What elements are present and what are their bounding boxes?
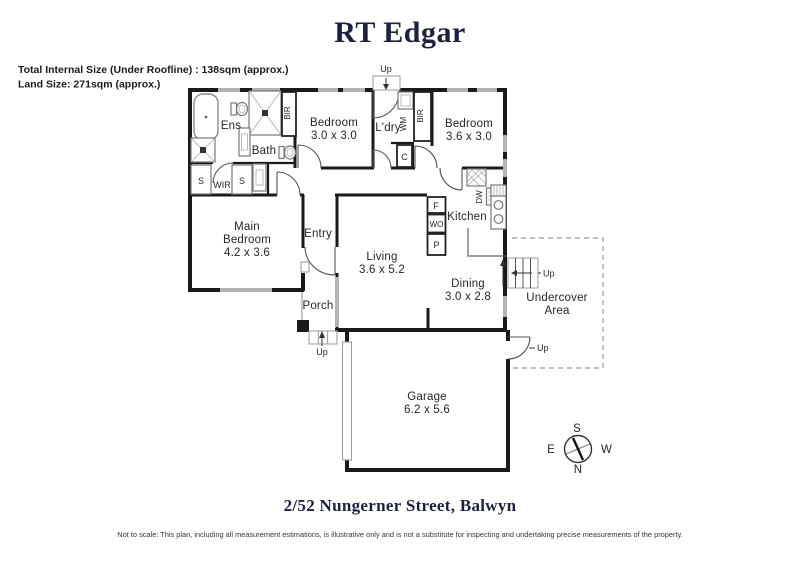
label-garage-dims: 6.2 x 5.6 bbox=[404, 404, 450, 416]
label-dw: DW bbox=[475, 190, 484, 204]
shower-icon bbox=[190, 137, 216, 163]
label-entry: Entry bbox=[304, 228, 332, 240]
compass-east: E bbox=[547, 444, 555, 456]
toilet-icon bbox=[278, 145, 297, 160]
label-c: C bbox=[401, 152, 408, 162]
cabinet-icon bbox=[252, 163, 267, 192]
sink-icon bbox=[466, 168, 487, 187]
label-up-stairs: Up bbox=[543, 269, 555, 279]
disclaimer-text: Not to scale: This plan, including all m… bbox=[117, 530, 682, 539]
shelf-icon bbox=[231, 164, 253, 195]
label-bath: Bath bbox=[252, 145, 276, 157]
label-bir2: BIR bbox=[416, 109, 425, 123]
label-bedroom2-dims: 3.6 x 3.0 bbox=[446, 131, 492, 143]
doors bbox=[212, 91, 531, 360]
label-wir: WIR bbox=[213, 180, 231, 190]
compass-icon: S W E N bbox=[547, 423, 612, 476]
label-f: F bbox=[433, 201, 439, 211]
label-undercover-1: Undercover bbox=[526, 292, 587, 304]
label-living-dims: 3.6 x 5.2 bbox=[359, 264, 405, 276]
fridge-pantry-column bbox=[426, 196, 447, 256]
label-bedroom2: Bedroom bbox=[445, 118, 493, 130]
built-in-robe-icon bbox=[413, 91, 432, 142]
land-size-text: Land Size: 271sqm (approx.) bbox=[18, 79, 160, 91]
internal-size-text: Total Internal Size (Under Roofline) : 1… bbox=[18, 64, 289, 76]
label-living: Living bbox=[366, 251, 397, 263]
label-s1: S bbox=[198, 176, 204, 186]
label-s2: S bbox=[239, 176, 245, 186]
brand-logo: RT Edgar bbox=[334, 16, 466, 49]
label-main-bedroom-1: Main bbox=[234, 221, 260, 233]
toilet-icon bbox=[230, 101, 249, 117]
label-porch: Porch bbox=[302, 300, 333, 312]
label-p: P bbox=[433, 240, 439, 250]
label-kitchen: Kitchen bbox=[447, 211, 487, 223]
undercover-boundary bbox=[512, 237, 604, 369]
label-up-porch: Up bbox=[316, 347, 328, 357]
label-bedroom1-dims: 3.0 x 3.0 bbox=[311, 130, 357, 142]
windows bbox=[218, 88, 507, 327]
cupboard-icon bbox=[396, 144, 413, 168]
label-ensuite: Ens bbox=[221, 120, 241, 132]
shower-icon bbox=[248, 90, 282, 136]
label-laundry: L'dry bbox=[375, 122, 401, 134]
compass-north: N bbox=[574, 464, 583, 476]
label-wo: WO bbox=[430, 220, 444, 229]
built-in-robe-icon bbox=[281, 91, 297, 137]
label-wm: WM bbox=[399, 117, 408, 132]
porch-steps bbox=[308, 330, 338, 346]
label-dining: Dining bbox=[451, 278, 485, 290]
vanity-icon bbox=[238, 127, 251, 157]
label-up-laundry: Up bbox=[380, 64, 392, 74]
label-bedroom1: Bedroom bbox=[310, 117, 358, 129]
room-labels: Ens Bath WIR S S BIR Bedroom 3.0 x 3.0 L… bbox=[198, 64, 588, 416]
porch-post bbox=[297, 320, 309, 332]
kitchen-bench bbox=[467, 228, 506, 257]
label-main-bedroom-2: Bedroom bbox=[223, 234, 271, 246]
compass-west: W bbox=[601, 444, 612, 456]
fixtures bbox=[190, 90, 507, 461]
label-garage: Garage bbox=[407, 391, 447, 403]
washing-machine-icon bbox=[397, 91, 414, 110]
label-main-bedroom-dims: 4.2 x 3.6 bbox=[224, 247, 270, 259]
garage-door-icon bbox=[342, 341, 352, 461]
property-address: 2/52 Nungerner Street, Balwyn bbox=[284, 496, 517, 515]
shelf-icon bbox=[190, 164, 212, 195]
compass-south: S bbox=[573, 423, 581, 435]
laundry-landing bbox=[372, 75, 401, 91]
label-dining-dims: 3.0 x 2.8 bbox=[445, 291, 491, 303]
label-undercover-2: Area bbox=[544, 305, 569, 317]
label-up-garage: Up bbox=[537, 343, 549, 353]
entry-step bbox=[300, 261, 310, 273]
label-bir1: BIR bbox=[283, 106, 292, 120]
stairs-rear bbox=[500, 257, 541, 289]
bathtub-drain-icon bbox=[204, 115, 208, 119]
stove-icon bbox=[490, 184, 507, 230]
